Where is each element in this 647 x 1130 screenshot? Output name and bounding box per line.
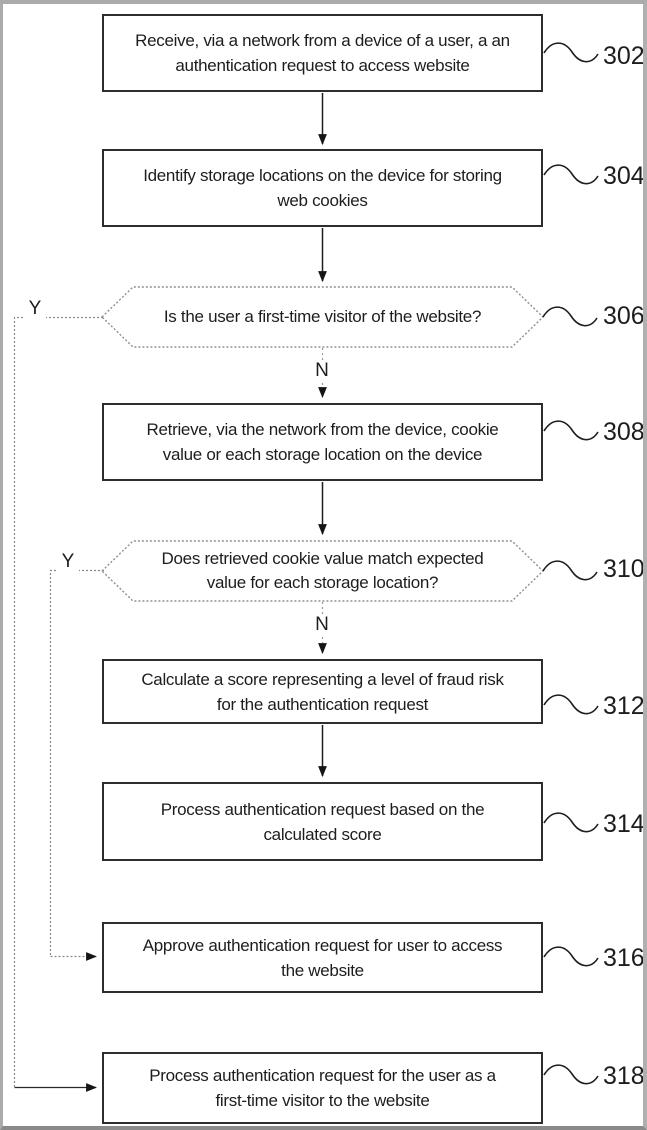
decision-label-306: Is the user a first-time visitor of the … <box>163 307 482 326</box>
ref-number-316: 316 <box>603 944 645 972</box>
process-box-318-label: Process authentication request for the u… <box>149 1066 496 1110</box>
ref-squiggle-304 <box>543 164 599 185</box>
process-box-312-label: Calculate a score representing a level o… <box>141 669 504 714</box>
process-box-316: Approve authentication request for user … <box>102 922 543 993</box>
process-box-312: Calculate a score representing a level o… <box>102 659 543 724</box>
process-box-308-label: Retrieve, via the network from the devic… <box>146 420 499 464</box>
decision-label-310: Does retrieved cookie value match expect… <box>161 549 484 592</box>
ref-number-310: 310 <box>603 555 645 583</box>
ref-number-302: 302 <box>603 42 645 70</box>
ref-squiggle-306 <box>542 306 598 327</box>
ref-squiggle-310 <box>542 560 598 581</box>
process-box-318: Process authentication request for the u… <box>102 1052 543 1124</box>
path-306-318-yes <box>13 316 103 1088</box>
branch-label-no-310: N <box>311 614 333 636</box>
ref-number-312: 312 <box>603 692 645 720</box>
ref-squiggle-316 <box>543 946 599 967</box>
ref-number-318: 318 <box>603 1062 645 1090</box>
ref-squiggle-314 <box>543 812 599 833</box>
ref-squiggle-308 <box>543 420 599 441</box>
branch-label-yes-306: Y <box>24 298 46 320</box>
ref-number-304: 304 <box>603 162 645 190</box>
branch-label-yes-310: Y <box>57 551 79 573</box>
process-box-304-label: Identify storage locations on the device… <box>143 166 502 210</box>
process-box-314: Process authentication request based on … <box>102 782 543 861</box>
ref-squiggle-318 <box>543 1064 599 1085</box>
process-box-308: Retrieve, via the network from the devic… <box>102 403 543 481</box>
ref-squiggle-302 <box>543 42 599 63</box>
process-box-304: Identify storage locations on the device… <box>102 149 543 227</box>
ref-number-308: 308 <box>603 418 645 446</box>
process-box-314-label: Process authentication request based on … <box>160 799 485 844</box>
process-box-302: Receive, via a network from a device of … <box>102 14 543 92</box>
process-box-302-label: Receive, via a network from a device of … <box>135 31 510 75</box>
process-box-316-label: Approve authentication request for user … <box>142 935 503 980</box>
ref-squiggle-312 <box>543 694 599 715</box>
branch-label-no-306: N <box>311 360 333 382</box>
ref-number-306: 306 <box>603 302 645 330</box>
ref-number-314: 314 <box>603 810 645 838</box>
path-310-316-yes <box>49 569 104 957</box>
